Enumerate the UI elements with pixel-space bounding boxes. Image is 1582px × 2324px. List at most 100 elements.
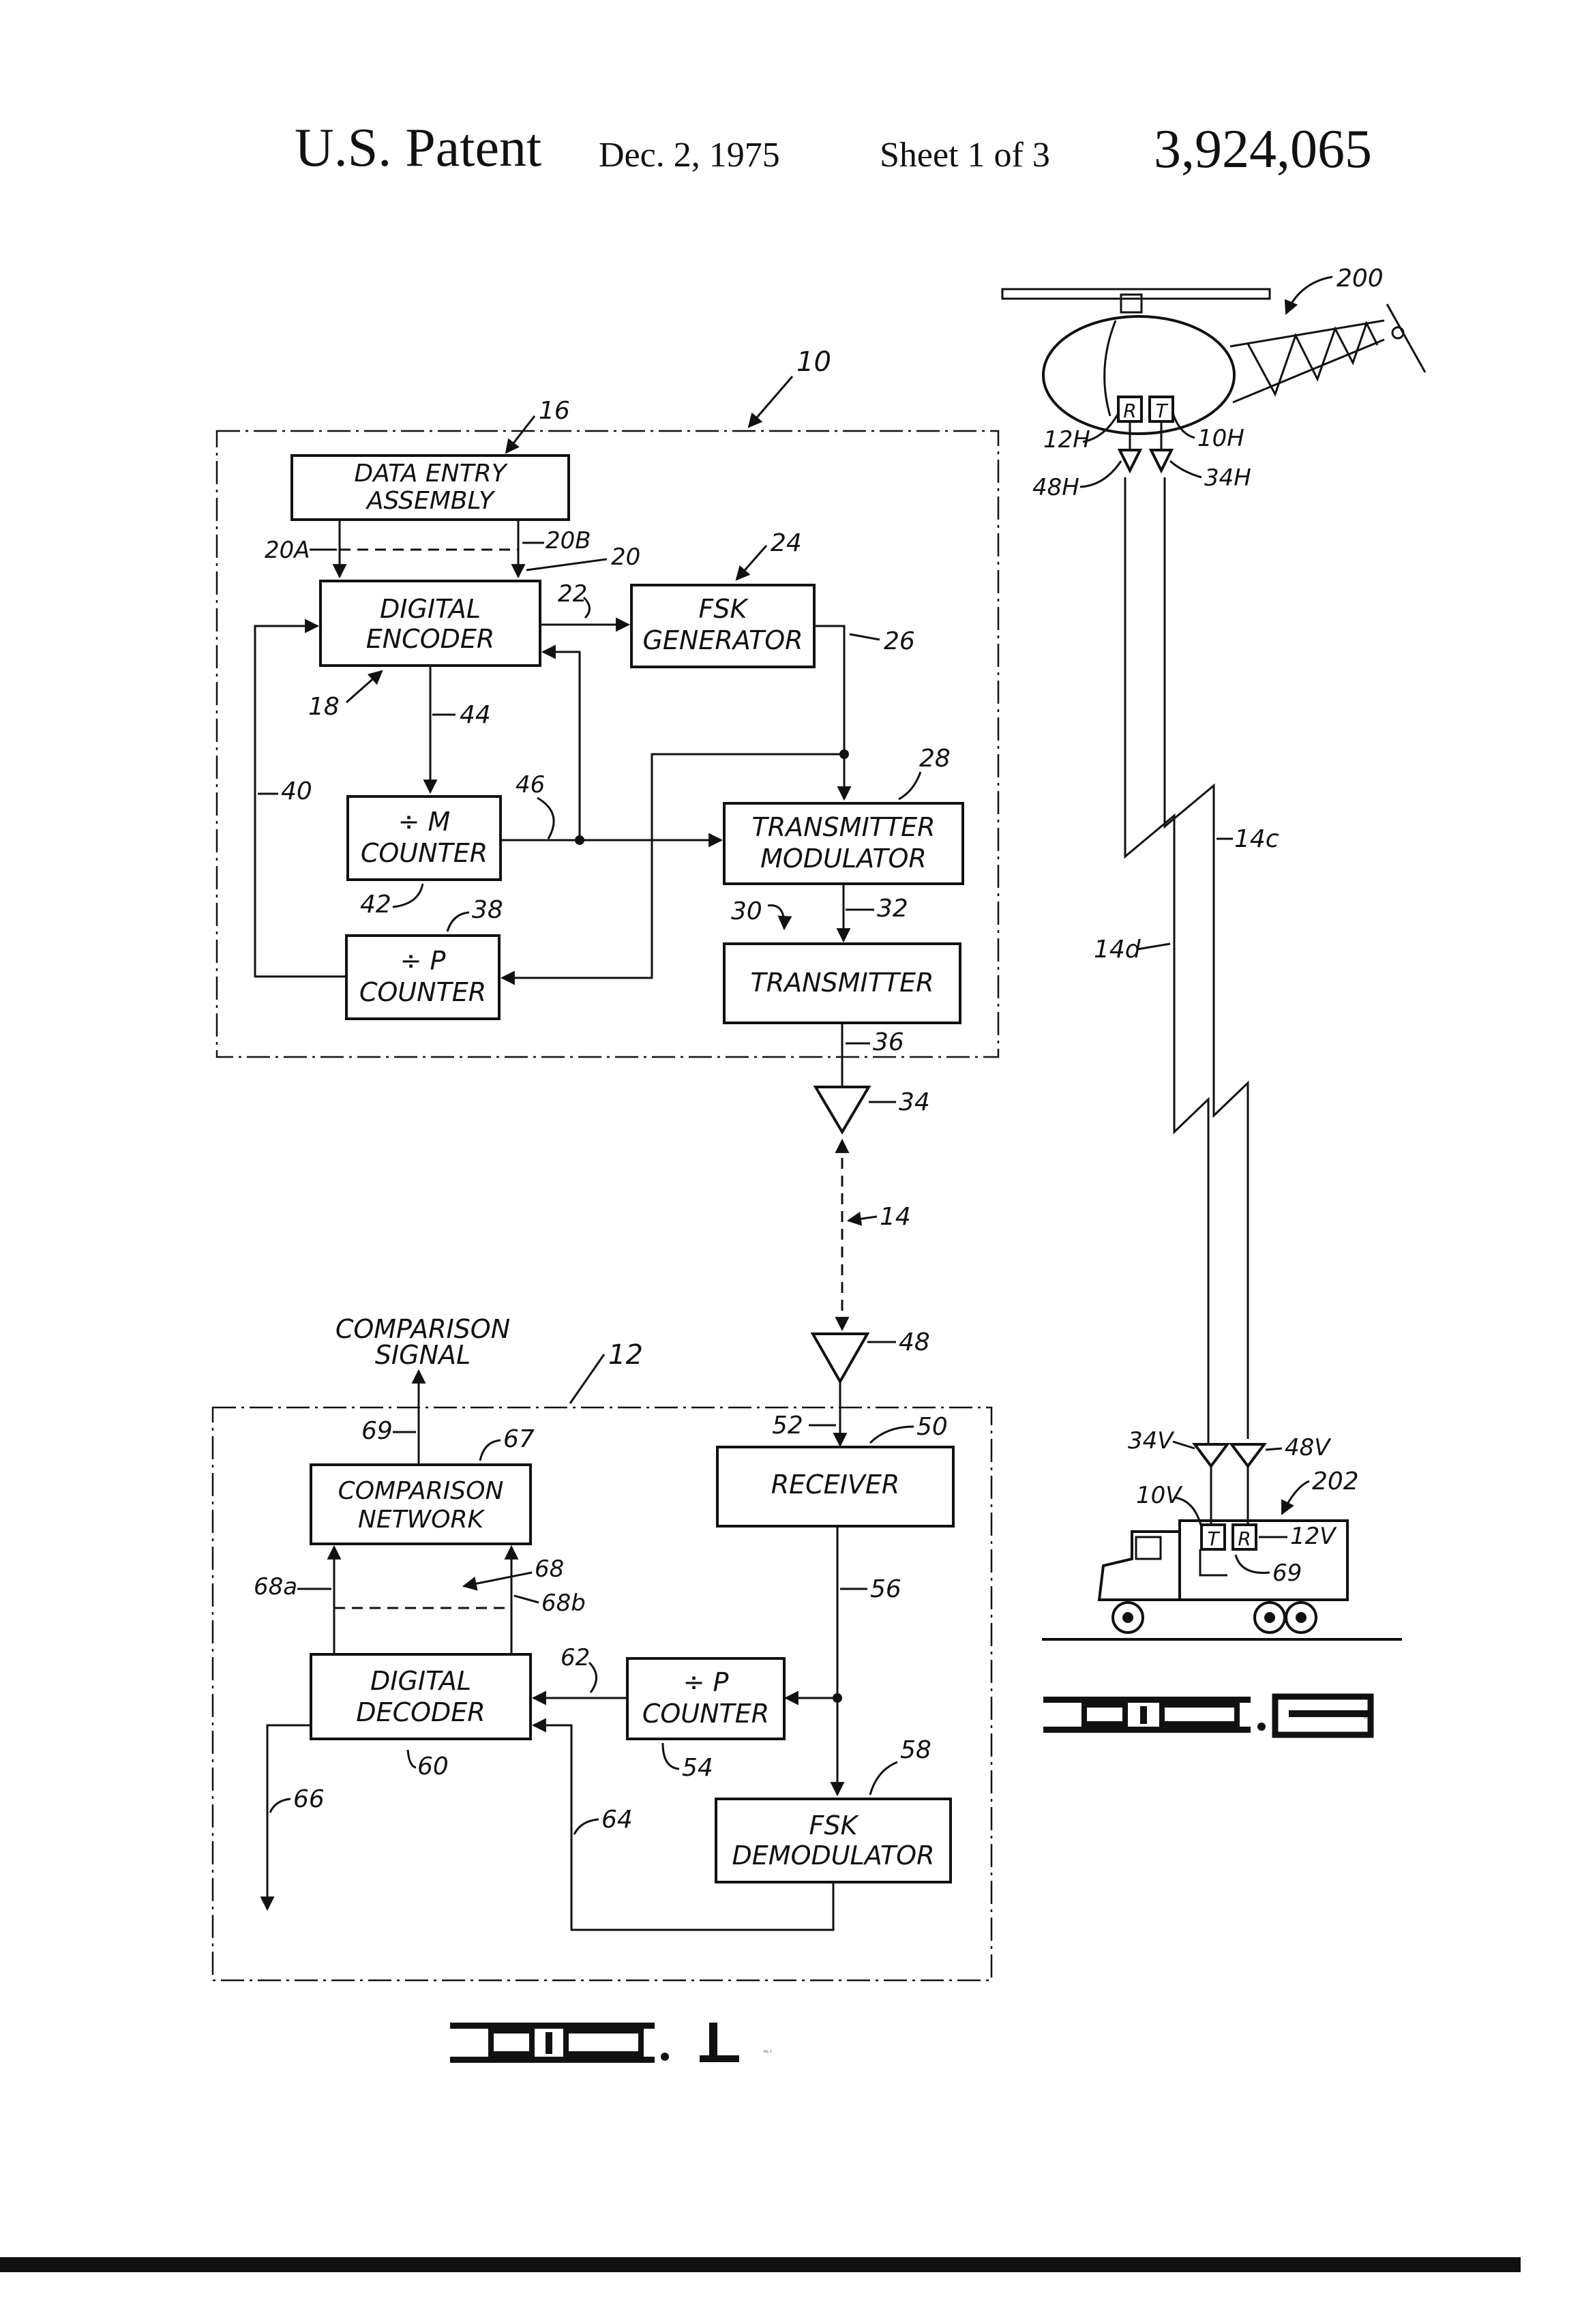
- ref-69-truck: 69: [1272, 1560, 1302, 1587]
- data-entry-assembly-block: DATA ENTRY ASSEMBLY: [292, 456, 569, 520]
- ref-14c: 14c: [1234, 825, 1279, 853]
- transmitter-modulator-label-2: MODULATOR: [760, 844, 927, 874]
- link-14c: [1165, 477, 1248, 1439]
- ref-67: 67: [503, 1425, 535, 1453]
- ref-42: 42: [360, 891, 391, 919]
- ref-30: 30: [731, 897, 762, 925]
- ref-16: 16: [539, 397, 570, 425]
- ref-58: 58: [900, 1736, 931, 1764]
- receiver-block: RECEIVER: [717, 1447, 953, 1526]
- ref-34h: 34H: [1204, 464, 1251, 492]
- comparison-network-label-2: NETWORK: [358, 1506, 486, 1534]
- rx-p-counter-label-2: COUNTER: [642, 1699, 769, 1729]
- ref-12: 12: [608, 1339, 643, 1371]
- truck-r-box: R: [1238, 1528, 1251, 1550]
- ref-56: 56: [870, 1575, 901, 1603]
- m-counter-label-1: ÷ M: [398, 807, 451, 837]
- fig6-label: FIG. 6: [1043, 1697, 1372, 1735]
- ref-24: 24: [771, 529, 802, 557]
- ref-69: 69: [361, 1417, 393, 1445]
- ref-38: 38: [472, 896, 503, 924]
- data-entry-label-2: ASSEMBLY: [365, 487, 496, 515]
- ref-64: 64: [601, 1806, 633, 1834]
- p-counter-label-2: COUNTER: [359, 977, 486, 1007]
- p-counter-label-1: ÷ P: [400, 946, 446, 976]
- ref-10: 10: [796, 346, 831, 378]
- transmitter-label: TRANSMITTER: [751, 968, 934, 998]
- heli-r-box: R: [1123, 400, 1136, 422]
- junction-dot: [839, 749, 849, 759]
- ref-202: 202: [1312, 1468, 1359, 1495]
- antenna-48: [813, 1334, 867, 1382]
- ref-10h: 10H: [1197, 425, 1244, 452]
- ref-14: 14: [880, 1203, 911, 1231]
- transmitter-block: TRANSMITTER: [724, 944, 960, 1023]
- truck-t-box: T: [1207, 1528, 1220, 1550]
- heli-t-box: T: [1155, 400, 1168, 422]
- ref-20: 20: [611, 543, 640, 571]
- digital-encoder-label-2: ENCODER: [366, 624, 495, 654]
- ref-48: 48: [899, 1328, 930, 1356]
- ref-18: 18: [308, 693, 340, 721]
- fsk-demodulator-label-1: FSK: [809, 1811, 860, 1841]
- ref-26: 26: [884, 627, 915, 655]
- ref-10v: 10V: [1136, 1482, 1183, 1509]
- bottom-rule: [0, 2257, 1521, 2272]
- ref-12v: 12V: [1290, 1523, 1337, 1550]
- ref-36: 36: [873, 1028, 904, 1056]
- transmitter-modulator-label-1: TRANSMITTER: [752, 812, 936, 842]
- ref-66: 66: [293, 1785, 325, 1813]
- digital-encoder-block: DIGITAL ENCODER: [320, 581, 540, 666]
- ref-62: 62: [561, 1644, 590, 1671]
- fsk-generator-block: FSK GENERATOR: [631, 585, 814, 667]
- transmitter-modulator-block: TRANSMITTER MODULATOR: [724, 803, 963, 884]
- ref-48h: 48H: [1032, 474, 1079, 501]
- ref-32: 32: [877, 895, 908, 923]
- digital-decoder-label-1: DIGITAL: [370, 1666, 471, 1696]
- p-counter-block: ÷ P COUNTER: [346, 936, 499, 1019]
- data-entry-label-1: DATA ENTRY: [354, 460, 508, 488]
- ref-34: 34: [899, 1088, 930, 1116]
- comparison-network-label-1: COMPARISON: [338, 1477, 504, 1505]
- transmitter-unit: 10 DATA ENTRY ASSEMBLY 16 20A 20B 20 DIG…: [217, 346, 998, 1132]
- ref-14d: 14d: [1094, 936, 1141, 964]
- ref-68a: 68a: [254, 1573, 297, 1600]
- ref-34v: 34V: [1128, 1427, 1175, 1455]
- fsk-generator-label-2: GENERATOR: [642, 625, 803, 655]
- comparison-signal-label-2: SIGNAL: [375, 1340, 471, 1370]
- ref-40: 40: [281, 777, 312, 805]
- fig1-label-text: FIG. 1: [764, 2050, 772, 2053]
- ref-200: 200: [1337, 265, 1384, 293]
- ref-60: 60: [417, 1753, 449, 1781]
- fig1-label: FIG. 1: [450, 2023, 772, 2063]
- digital-decoder-block: DIGITAL DECODER: [311, 1654, 531, 1739]
- antenna-34: [816, 1087, 869, 1132]
- m-counter-block: ÷ M COUNTER: [348, 796, 501, 880]
- ref-50: 50: [916, 1413, 948, 1441]
- ref-54: 54: [682, 1754, 713, 1782]
- ref-44: 44: [460, 701, 491, 729]
- ref-28: 28: [919, 745, 951, 773]
- ref-12h: 12H: [1043, 426, 1090, 453]
- transmitter-enclosure: [217, 431, 998, 1057]
- ref-68b: 68b: [541, 1590, 586, 1617]
- rx-p-counter-label-1: ÷ P: [683, 1667, 729, 1697]
- ref-46: 46: [516, 771, 545, 799]
- ref-22: 22: [558, 580, 587, 608]
- ref-20a: 20A: [265, 537, 310, 564]
- fsk-generator-label-1: FSK: [699, 594, 749, 624]
- ref-68: 68: [535, 1555, 564, 1583]
- receiver-unit: 48 52 12 RECEIVER 50 56 ÷ P COUNTER 54: [213, 1314, 991, 1980]
- m-counter-label-2: COUNTER: [361, 838, 488, 868]
- comparison-network-block: COMPARISON NETWORK: [311, 1465, 531, 1544]
- fsk-demodulator-label-2: DEMODULATOR: [732, 1841, 935, 1871]
- rx-p-counter-block: ÷ P COUNTER: [627, 1658, 784, 1739]
- ref-48v: 48V: [1285, 1434, 1332, 1461]
- ref-20b: 20B: [546, 527, 591, 554]
- digital-encoder-label-1: DIGITAL: [380, 594, 481, 624]
- junction-dot: [575, 835, 584, 845]
- ref-52: 52: [772, 1412, 803, 1440]
- receiver-label: RECEIVER: [771, 1470, 900, 1500]
- fsk-demodulator-block: FSK DEMODULATOR: [716, 1799, 951, 1882]
